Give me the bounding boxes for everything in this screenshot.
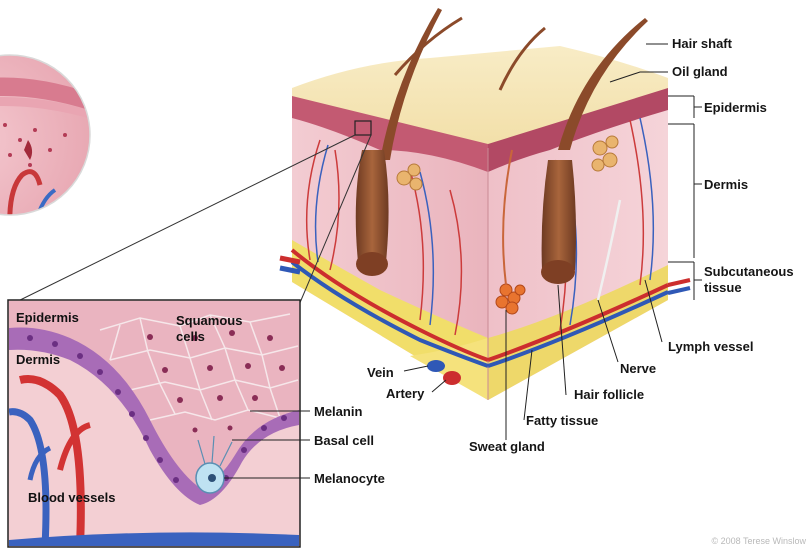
label-vein: Vein bbox=[367, 365, 394, 380]
artery-stub bbox=[443, 371, 461, 385]
inset-label-epidermis: Epidermis bbox=[16, 310, 79, 325]
inset-label-cells: cells bbox=[176, 329, 205, 344]
magnified-circle bbox=[0, 50, 100, 230]
inset-label-squamous: Squamous bbox=[176, 313, 242, 328]
label-sweat-gland: Sweat gland bbox=[469, 439, 545, 454]
label-tissue: tissue bbox=[704, 280, 742, 295]
label-dermis: Dermis bbox=[704, 177, 748, 192]
label-hair-follicle: Hair follicle bbox=[574, 387, 644, 402]
label-hair-shaft: Hair shaft bbox=[672, 36, 733, 51]
inset-label-melanocyte: Melanocyte bbox=[314, 471, 385, 486]
inset-label-dermis: Dermis bbox=[16, 352, 60, 367]
copyright-text: © 2008 Terese Winslow bbox=[711, 536, 806, 546]
label-nerve: Nerve bbox=[620, 361, 656, 376]
label-artery: Artery bbox=[386, 386, 425, 401]
inset-panel bbox=[8, 300, 300, 547]
inset-label-basal-cell: Basal cell bbox=[314, 433, 374, 448]
vein-stub bbox=[427, 360, 445, 372]
label-oil-gland: Oil gland bbox=[672, 64, 728, 79]
inset-label-blood-vessels: Blood vessels bbox=[28, 490, 115, 505]
label-fatty-tissue: Fatty tissue bbox=[526, 413, 598, 428]
label-epidermis: Epidermis bbox=[704, 100, 767, 115]
label-subcutaneous: Subcutaneous bbox=[704, 264, 794, 279]
inset-label-melanin: Melanin bbox=[314, 404, 362, 419]
label-lymph-vessel: Lymph vessel bbox=[668, 339, 754, 354]
